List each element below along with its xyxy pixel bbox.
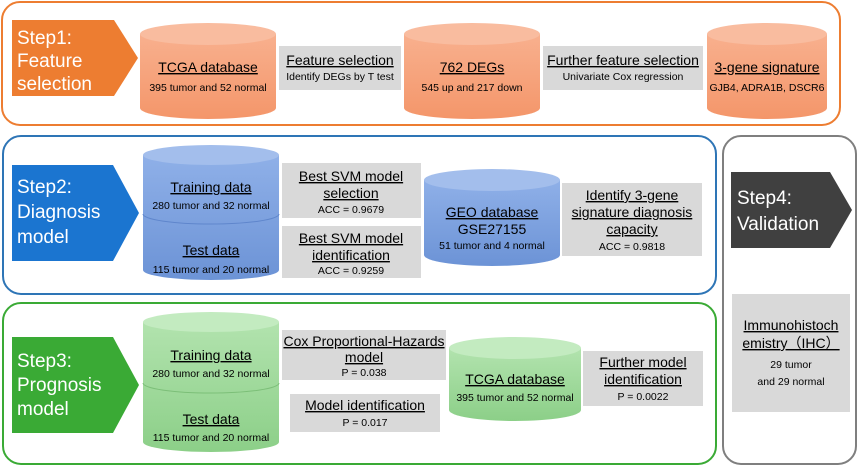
svg-text:Step1:: Step1: [17, 28, 72, 49]
svg-text:Immunohistoch: Immunohistoch [744, 317, 839, 333]
svg-text:ACC = 0.9679: ACC = 0.9679 [318, 204, 384, 216]
svg-text:GEO database: GEO database [446, 204, 539, 220]
step1-arrow: Step1: Feature selection [12, 20, 138, 96]
svg-text:P = 0.017: P = 0.017 [342, 417, 387, 429]
svg-text:signature diagnosis: signature diagnosis [572, 204, 693, 220]
svg-text:identification: identification [604, 371, 682, 387]
svg-text:Best SVM model: Best SVM model [299, 230, 403, 246]
cox-model-box: Cox Proportional-Hazards model P = 0.038 [282, 330, 446, 380]
svg-text:Cox Proportional-Hazards: Cox Proportional-Hazards [283, 333, 444, 349]
svg-text:Further model: Further model [599, 354, 686, 370]
further-model-identification-box: Further model identification P = 0.0022 [583, 351, 703, 406]
degs-cylinder: 762 DEGs 545 up and 217 down [404, 23, 540, 119]
svg-text:model: model [17, 227, 69, 248]
svg-text:3-gene signature: 3-gene signature [714, 59, 819, 75]
svg-text:280 tumor and 32 normal: 280 tumor and 32 normal [152, 200, 269, 212]
svg-text:Prognosis: Prognosis [17, 375, 102, 396]
gene-signature-cylinder: 3-gene signature GJB4, ADRA1B, DSCR6 [707, 23, 827, 119]
svg-text:Model identification: Model identification [305, 397, 425, 413]
svg-text:Further feature selection: Further feature selection [547, 52, 699, 68]
step3-arrow: Step3: Prognosis model [12, 337, 139, 433]
svg-text:GSE27155: GSE27155 [458, 221, 527, 237]
svg-text:selection: selection [323, 185, 378, 201]
svg-text:emistry（IHC）: emistry（IHC） [742, 335, 839, 351]
svg-text:Diagnosis: Diagnosis [17, 202, 100, 223]
svg-text:51 tumor and 4 normal: 51 tumor and 4 normal [439, 240, 545, 252]
svg-text:model: model [17, 399, 69, 420]
svg-text:545 up and 217 down: 545 up and 217 down [421, 82, 522, 94]
svg-text:395 tumor and 52 normal: 395 tumor and 52 normal [149, 82, 266, 94]
svg-text:Best SVM model: Best SVM model [299, 168, 403, 184]
svg-text:Step3:: Step3: [17, 351, 72, 372]
svg-text:Feature selection: Feature selection [286, 52, 393, 68]
prognosis-training-data-cylinder: Training data 280 tumor and 32 normal [142, 312, 280, 452]
prognosis-test-data-label: Test data 115 tumor and 20 normal [153, 411, 270, 444]
step2-arrow: Step2: Diagnosis model [12, 165, 139, 261]
model-identification-box: Model identification P = 0.017 [290, 394, 440, 432]
svg-text:Training data: Training data [170, 179, 251, 195]
svg-text:Feature: Feature [17, 51, 82, 72]
tcga-database-cylinder: TCGA database 395 tumor and 52 normal [140, 23, 276, 119]
svg-text:115 tumor and 20 normal: 115 tumor and 20 normal [153, 432, 270, 444]
svg-text:Step4:: Step4: [737, 188, 792, 209]
further-feature-selection-box: Further feature selection Univariate Cox… [543, 46, 703, 90]
svg-text:280 tumor and 32 normal: 280 tumor and 32 normal [152, 368, 269, 380]
svg-text:P = 0.0022: P = 0.0022 [618, 391, 669, 403]
step4-arrow: Step4: Validation [731, 172, 852, 248]
svg-text:ACC = 0.9818: ACC = 0.9818 [599, 241, 665, 253]
svg-text:29 tumor: 29 tumor [770, 359, 812, 371]
svg-text:Test data: Test data [183, 411, 240, 427]
prognosis-tcga-database-cylinder: TCGA database 395 tumor and 52 normal [449, 337, 581, 421]
svg-text:Training data: Training data [170, 347, 251, 363]
feature-selection-box: Feature selection Identify DEGs by T tes… [279, 46, 401, 90]
svg-text:TCGA database: TCGA database [158, 59, 258, 75]
svg-text:capacity: capacity [606, 221, 657, 237]
svg-text:TCGA database: TCGA database [465, 371, 565, 387]
svg-text:395 tumor and 52 normal: 395 tumor and 52 normal [456, 392, 573, 404]
ihc-box: Immunohistoch emistry（IHC） 29 tumor and … [732, 294, 850, 412]
svg-text:115 tumor and 20 normal: 115 tumor and 20 normal [153, 264, 270, 276]
svg-text:identification: identification [312, 247, 390, 263]
svg-text:Step2:: Step2: [17, 177, 72, 198]
svg-text:Identify DEGs by T test: Identify DEGs by T test [286, 71, 394, 83]
diagnosis-training-data-cylinder: Training data 280 tumor and 32 normal [142, 145, 280, 280]
svg-text:selection: selection [17, 74, 92, 95]
svg-text:model: model [345, 349, 383, 365]
svg-text:Identify 3-gene: Identify 3-gene [586, 187, 679, 203]
svg-text:P = 0.038: P = 0.038 [341, 367, 386, 379]
diagnosis-test-data-label: Test data 115 tumor and 20 normal [153, 242, 270, 276]
geo-database-cylinder: GEO database GSE27155 51 tumor and 4 nor… [424, 169, 560, 266]
svg-text:Univariate Cox regression: Univariate Cox regression [563, 71, 684, 83]
svg-text:Test data: Test data [183, 242, 240, 258]
svg-text:762 DEGs: 762 DEGs [440, 59, 505, 75]
svg-text:Validation: Validation [737, 214, 819, 235]
svg-text:GJB4, ADRA1B, DSCR6: GJB4, ADRA1B, DSCR6 [710, 82, 825, 94]
best-svm-selection-box: Best SVM model selection ACC = 0.9679 [282, 163, 421, 218]
svg-text:ACC = 0.9259: ACC = 0.9259 [318, 265, 384, 277]
identify-diagnosis-capacity-box: Identify 3-gene signature diagnosis capa… [562, 183, 702, 256]
best-svm-identification-box: Best SVM model identification ACC = 0.92… [282, 226, 421, 278]
svg-text:and 29 normal: and 29 normal [757, 376, 824, 388]
